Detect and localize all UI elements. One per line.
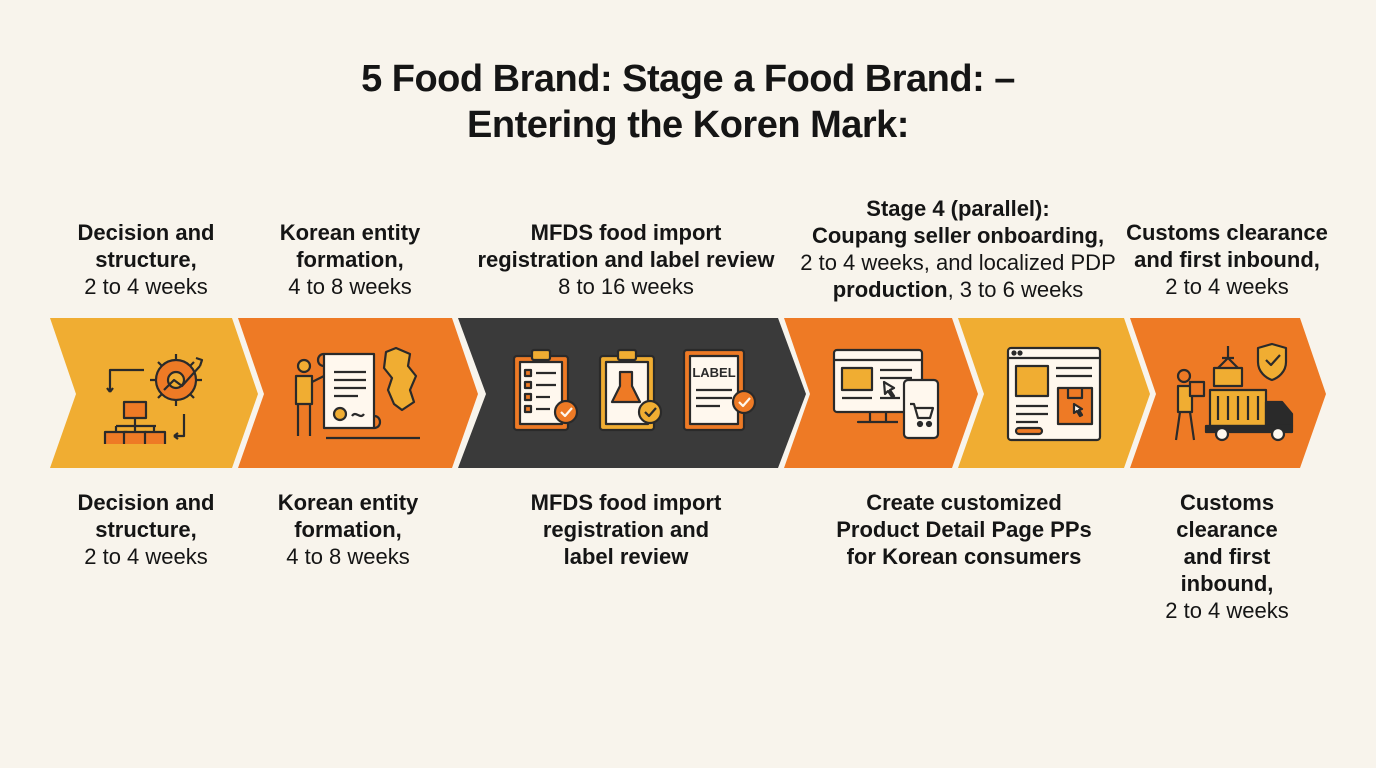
bottom-label-stage-4-line-3: for Korean consumers <box>846 544 1082 569</box>
bottom-label-stage-3-line-1: MFDS food import <box>530 490 722 515</box>
bottom-label-stage-5-duration: 2 to 4 weeks <box>1165 598 1289 623</box>
desktop-phone-cart-icon <box>832 348 940 440</box>
bottom-label-stage-2: Korean entity formation, 4 to 8 weeks <box>248 489 448 570</box>
top-label-stage-5-line-2: and first inbound, <box>1134 247 1320 272</box>
top-label-stage-5: Customs clearance and first inbound, 2 t… <box>1120 219 1334 300</box>
worker-truck-shield-icon <box>1174 342 1294 442</box>
org-chart-gear-icon <box>103 354 204 444</box>
top-label-stage-2-line-2: formation, <box>296 247 404 272</box>
product-page-icon <box>1006 346 1102 442</box>
top-label-stage-1-line-2: structure, <box>95 247 197 272</box>
bottom-label-stage-4-line-1: Create customized <box>866 490 1062 515</box>
top-label-stage-3-duration: 8 to 16 weeks <box>558 274 694 299</box>
bottom-label-stage-5-line-2: clearance <box>1176 517 1278 542</box>
top-label-stage-4-line-4-bold: production <box>832 277 948 302</box>
bottom-label-stage-3: MFDS food import registration and label … <box>486 489 766 570</box>
title-line-1: 5 Food Brand: Stage a Food Brand: – <box>361 58 1015 100</box>
bottom-label-stage-4: Create customized Product Detail Page PP… <box>808 489 1120 570</box>
bottom-label-stage-1: Decision and structure, 2 to 4 weeks <box>46 489 246 570</box>
chevron-stage-1 <box>50 318 258 468</box>
bottom-label-stage-2-line-1: Korean entity <box>277 490 419 515</box>
bottom-label-stage-3-line-2: registration and <box>542 517 710 542</box>
top-label-stage-2-line-1: Korean entity <box>279 220 421 245</box>
bottom-label-stage-5-line-4: inbound, <box>1180 571 1274 596</box>
top-label-stage-1-duration: 2 to 4 weeks <box>84 274 208 299</box>
top-label-stage-1: Decision and structure, 2 to 4 weeks <box>46 219 246 300</box>
top-label-stage-5-line-1: Customs clearance <box>1126 220 1328 245</box>
top-label-stage-4-line-4-rest: , 3 to 6 weeks <box>947 277 1084 302</box>
bottom-label-stage-5-line-1: Customs <box>1179 490 1275 515</box>
bottom-label-stage-5: Customs clearance and first inbound, 2 t… <box>1126 489 1328 624</box>
bottom-label-stage-3-line-3: label review <box>563 544 689 569</box>
bottom-label-stage-2-line-2: formation, <box>294 517 402 542</box>
page-title: 5 Food Brand: Stage a Food Brand: – Ente… <box>0 56 1376 148</box>
bottom-label-stage-1-line-1: Decision and <box>77 490 215 515</box>
bottom-label-stage-4-line-2: Product Detail Page PPs <box>836 517 1092 542</box>
bottom-label-stage-2-duration: 4 to 8 weeks <box>286 544 410 569</box>
top-label-stage-2-duration: 4 to 8 weeks <box>288 274 412 299</box>
top-label-stage-3-line-2: registration and label review <box>477 247 775 272</box>
top-label-stage-4-line-1: Stage 4 (parallel): <box>866 196 1050 221</box>
bottom-label-stage-1-line-2: structure, <box>95 517 197 542</box>
top-label-stage-3-line-1: MFDS food import <box>530 220 722 245</box>
bottom-label-stage-5-line-3: and first <box>1183 544 1271 569</box>
top-label-stage-4-line-3: 2 to 4 weeks, and localized PDP <box>800 250 1116 275</box>
top-label-stage-2: Korean entity formation, 4 to 8 weeks <box>250 219 450 300</box>
label-tag-text: LABEL <box>692 365 735 380</box>
clipboards-label-icon: LABEL <box>512 348 757 432</box>
person-document-map-icon <box>294 346 420 440</box>
title-line-2: Entering the Koren Mark: <box>467 104 909 146</box>
top-label-stage-3: MFDS food import registration and label … <box>466 219 786 300</box>
top-label-stage-1-line-1: Decision and <box>77 220 215 245</box>
stage-chevron-band: LABEL <box>0 318 1376 470</box>
top-label-stage-5-duration: 2 to 4 weeks <box>1165 274 1289 299</box>
top-label-stage-4: Stage 4 (parallel): Coupang seller onboa… <box>788 195 1128 303</box>
top-label-stage-4-line-2: Coupang seller onboarding, <box>811 223 1105 248</box>
bottom-label-stage-1-duration: 2 to 4 weeks <box>84 544 208 569</box>
